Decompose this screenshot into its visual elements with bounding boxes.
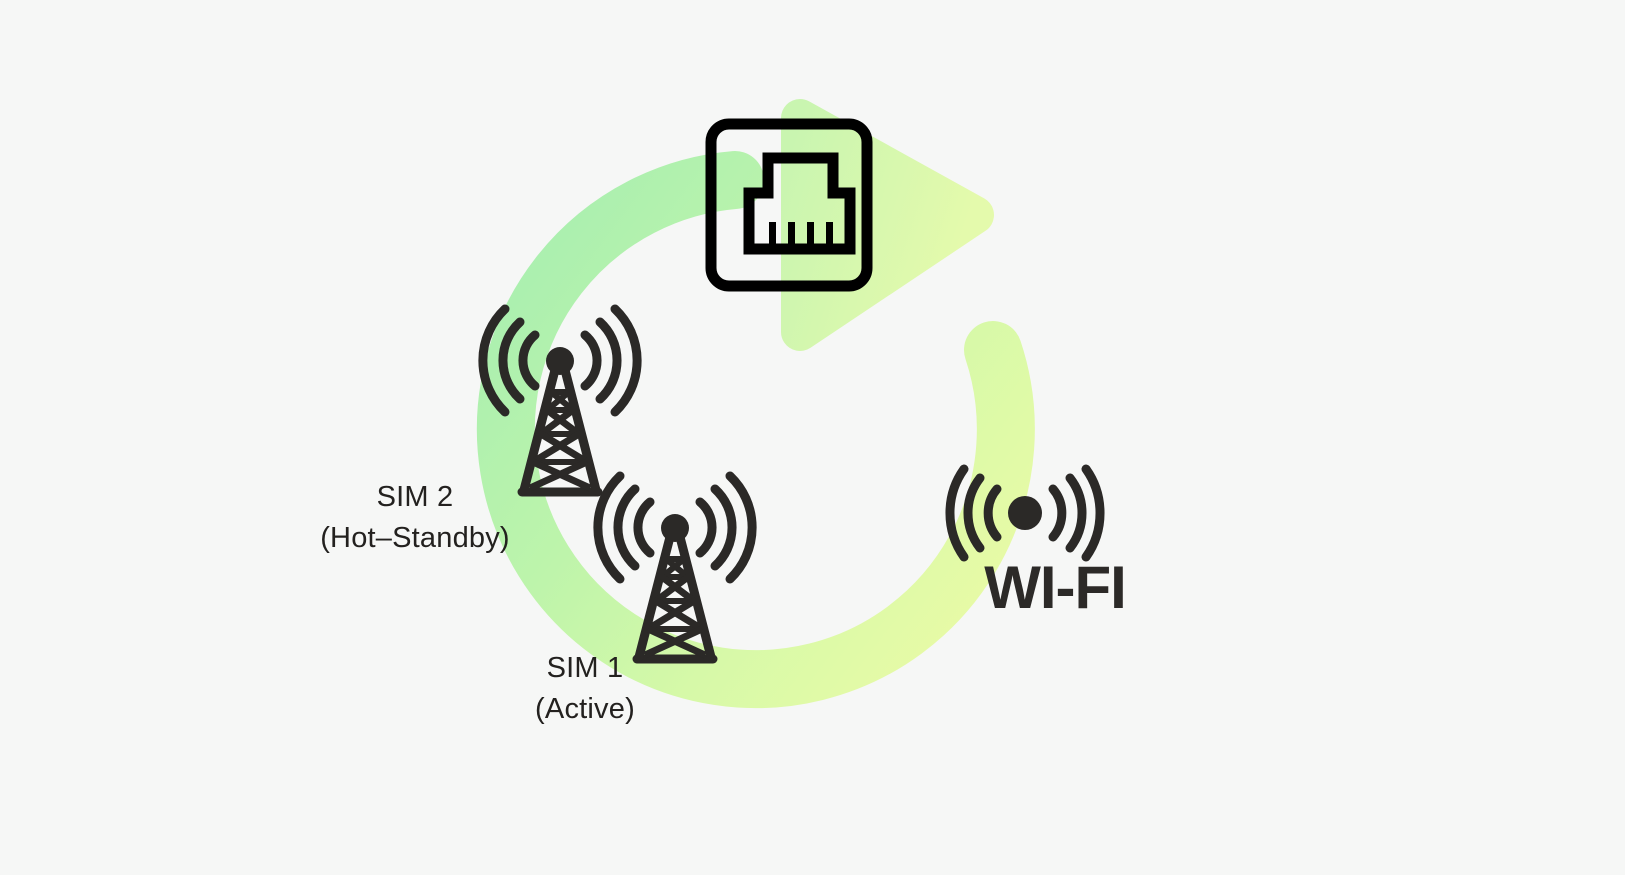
tower-leg-right — [560, 365, 601, 495]
tower-brace-x1b — [660, 556, 686, 580]
tower-leg-right — [675, 532, 716, 662]
tower-brace-x4b — [528, 458, 589, 492]
arrow-head-shape — [781, 99, 994, 351]
rj45-pin-1 — [769, 222, 776, 246]
wifi-arc-left-3 — [945, 464, 969, 562]
wifi-center-dot — [1008, 496, 1042, 530]
ethernet-icon-frame — [705, 118, 873, 292]
tower-signal-left-3 — [478, 304, 510, 417]
ethernet-port-icon — [705, 118, 873, 292]
wifi-broadcast-icon — [945, 464, 1105, 562]
wifi-arc-left-2 — [963, 473, 985, 553]
tower-brace-x2a — [659, 574, 697, 604]
rj45-pin-3 — [807, 222, 814, 246]
cell-tower-icon-sim1 — [593, 471, 757, 664]
wifi-label: WI-FI — [984, 554, 1127, 621]
tower-antenna-node — [546, 347, 574, 375]
tower-leg-left — [519, 365, 560, 495]
wifi-arc-right-1 — [1048, 484, 1067, 542]
tower-brace-x2b — [653, 574, 691, 604]
wifi-arc-right-2 — [1065, 473, 1087, 553]
tower-signal-left-1 — [633, 497, 655, 558]
wifi-arc-right-3 — [1081, 464, 1105, 562]
wifi-arc-left-1 — [983, 484, 1002, 542]
sim2-label-line2: (Hot–Standby) — [320, 522, 510, 555]
rj45-jack-outline — [743, 152, 856, 255]
tower-brace-x3a — [654, 598, 704, 632]
tower-brace-x4b — [643, 625, 704, 659]
tower-signal-left-2 — [498, 317, 525, 404]
tower-brace-x3b — [646, 598, 696, 632]
sim1-label-line2: (Active) — [535, 693, 635, 726]
sim2-label: SIM 2 (Hot–Standby) — [180, 477, 650, 559]
tower-signal-right-2 — [595, 317, 622, 404]
tower-signal-right-1 — [580, 330, 602, 391]
tower-antenna-node — [661, 514, 689, 542]
tower-brace-x3b — [531, 431, 581, 465]
tower-signal-left-3 — [593, 471, 625, 584]
tower-signal-right-3 — [725, 471, 757, 584]
cycle-arrow-head — [781, 99, 994, 351]
tower-brace-x1b — [545, 389, 571, 413]
tower-signal-left-2 — [613, 484, 640, 571]
tower-signal-right-1 — [695, 497, 717, 558]
cell-tower-icon-sim2 — [478, 304, 642, 497]
rj45-pin-4 — [826, 222, 833, 246]
tower-brace-x2a — [544, 407, 582, 437]
sim1-label: SIM 1 (Active) — [400, 648, 770, 730]
tower-brace-x2b — [538, 407, 576, 437]
tower-brace-x3a — [539, 431, 589, 465]
sim2-label-line1: SIM 2 — [376, 481, 454, 513]
rj45-pin-2 — [788, 222, 795, 246]
sim1-label-line1: SIM 1 — [546, 652, 624, 684]
tower-signal-right-2 — [710, 484, 737, 571]
tower-leg-left — [634, 532, 675, 662]
tower-signal-left-1 — [518, 330, 540, 391]
tower-signal-right-3 — [610, 304, 642, 417]
